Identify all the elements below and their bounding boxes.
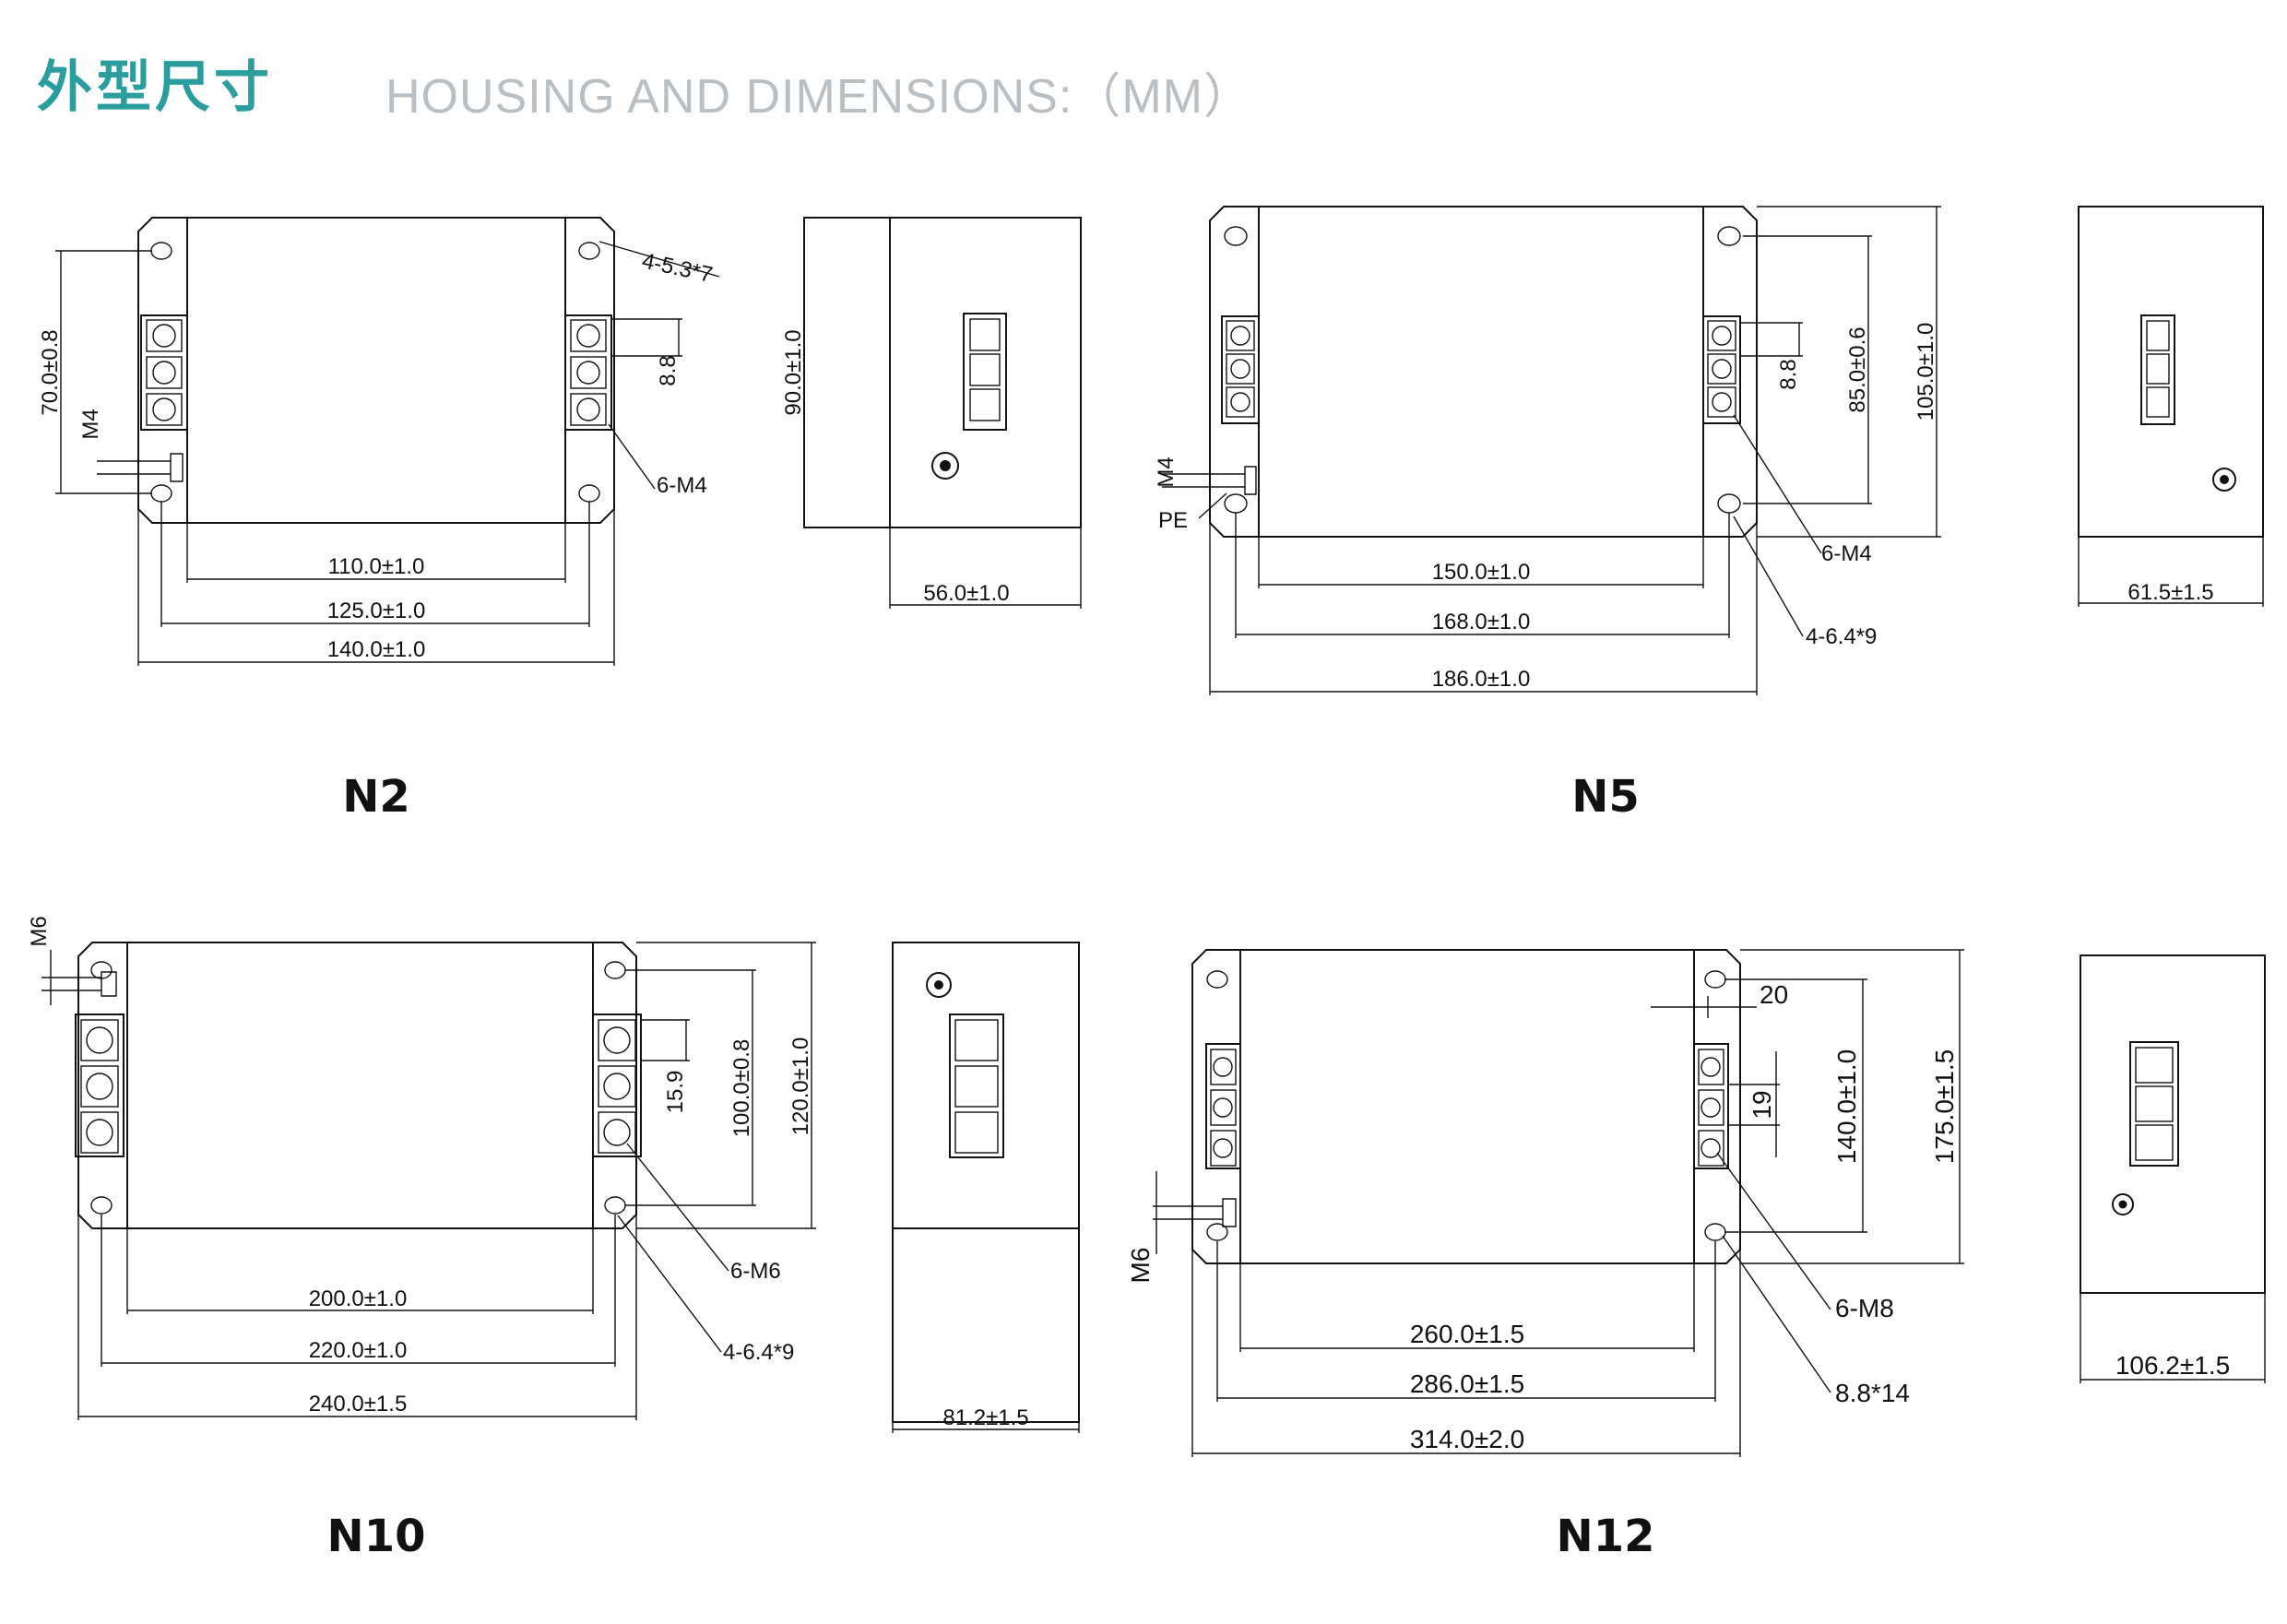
n10-side-view [892,942,1080,1433]
n2-front-view [55,217,720,666]
n5-dim-hole-height: 85.0±0.6 [1845,326,1870,412]
n5-dim-depth: 61.5±1.5 [2127,580,2213,605]
n2-side-view [803,217,1082,609]
n12-dim-hole-width: 286.0±1.5 [1410,1369,1524,1398]
n2-model-label: N2 [342,771,410,823]
n10-dim-total-width: 240.0±1.5 [309,1392,408,1417]
n5-dim-pitch: 8.8 [1776,359,1801,389]
n12-side-view [2080,954,2266,1383]
n2-dim-ground: M4 [78,409,103,439]
n5-dim-inner-width: 150.0±1.0 [1432,560,1531,585]
n12-model-label: N12 [1557,1511,1655,1562]
n10-dim-total-height: 120.0±1.0 [788,1037,813,1136]
n10-dim-holes: 4-6.4*9 [723,1340,794,1365]
page-title-en: HOUSING AND DIMENSIONS:（MM） [385,70,1252,124]
n5-side-view [2078,206,2264,607]
page-title-cn: 外型尺寸 [37,54,273,120]
n2-dim-terminals: 6-M4 [657,473,707,498]
n2-dim-hole-width: 125.0±1.0 [327,599,426,623]
model-n5: 150.0±1.0 168.0±1.0 186.0±1.0 85.0±0.6 1… [1154,206,2264,823]
n2-dim-total-width: 140.0±1.0 [327,637,426,662]
n10-dim-hole-height: 100.0±0.8 [729,1039,754,1138]
n12-dim-total-height: 175.0±1.5 [1930,1049,1959,1164]
n12-dim-terminals: 6-M8 [1835,1294,1894,1322]
n12-dim-ground: M6 [1126,1248,1155,1284]
n12-dim-total-width: 314.0±2.0 [1410,1425,1524,1453]
n10-dim-inner-width: 200.0±1.0 [309,1286,408,1311]
n2-dim-pitch: 8.8 [656,355,681,385]
n10-dim-depth: 81.2±1.5 [942,1405,1028,1430]
model-n12: 260.0±1.5 286.0±1.5 314.0±2.0 140.0±1.0 … [1126,949,2266,1562]
n10-dim-terminals: 6-M6 [730,1259,781,1284]
n10-dim-ground: M6 [27,916,52,946]
n5-dim-terminals: 6-M4 [1821,541,1872,566]
n12-dim-hole-height: 140.0±1.0 [1832,1049,1861,1164]
page-header: 外型尺寸 HOUSING AND DIMENSIONS:（MM） [37,41,1251,124]
n12-dim-inner-width: 260.0±1.5 [1410,1320,1524,1348]
n5-dim-total-height: 105.0±1.0 [1914,323,1938,421]
n12-front-view [1153,949,1964,1457]
n5-dim-ground: M4 [1154,456,1179,487]
n5-dim-pe: PE [1158,508,1188,533]
n2-dim-total-height: 90.0±1.0 [781,329,806,415]
n2-dim-holes: 4-5.3*7 [640,248,715,288]
n5-model-label: N5 [1571,771,1640,823]
n12-dim-pitch: 19 [1748,1090,1776,1119]
model-n10: 200.0±1.0 220.0±1.0 240.0±1.5 100.0±0.8 … [27,916,1080,1562]
model-n2: 110.0±1.0 125.0±1.0 140.0±1.0 70.0±0.8 M… [38,217,1082,823]
n10-front-view [41,942,816,1420]
n10-model-label: N10 [327,1511,426,1562]
n12-dim-depth: 106.2±1.5 [2115,1351,2230,1380]
n5-dim-hole-width: 168.0±1.0 [1432,610,1531,634]
n5-dim-total-width: 186.0±1.0 [1432,667,1531,692]
n12-dim-edge: 20 [1760,980,1788,1009]
n10-dim-pitch: 15.9 [663,1071,688,1114]
n5-dim-holes: 4-6.4*9 [1806,624,1877,649]
n2-dim-depth: 56.0±1.0 [923,581,1009,606]
n2-dim-inner-width: 110.0±1.0 [328,554,425,579]
n5-front-view [1162,206,1941,695]
n2-dim-hole-height: 70.0±0.8 [38,329,63,415]
n12-dim-holes: 8.8*14 [1835,1379,1910,1407]
n10-dim-hole-width: 220.0±1.0 [309,1338,408,1363]
